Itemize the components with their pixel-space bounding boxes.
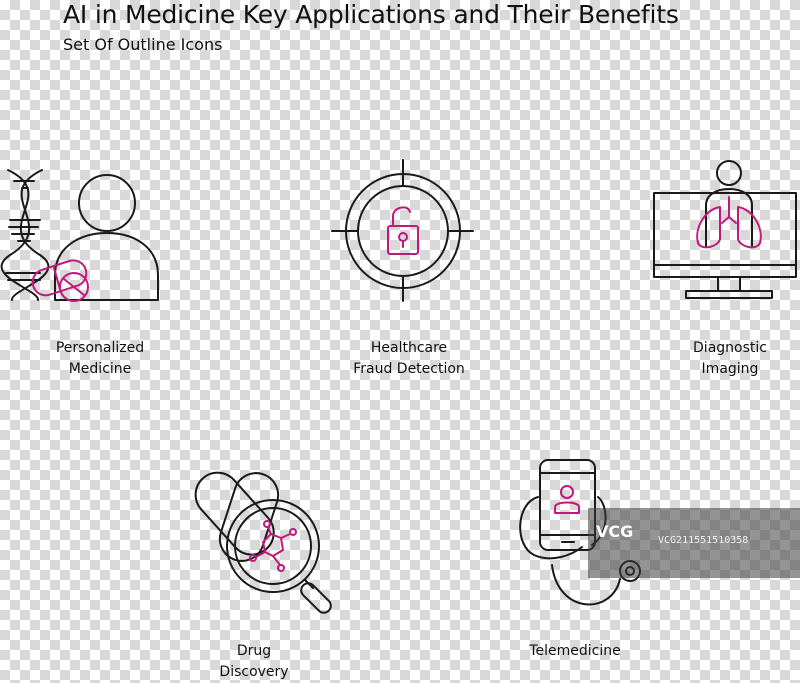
monitor-lungs-icon [653, 160, 797, 299]
magnifier-pills-molecule-icon [194, 471, 332, 614]
label-fraud-detection: Healthcare Fraud Detection [353, 340, 465, 377]
smartphone-stethoscope-icon [519, 459, 641, 606]
target-unlocked-padlock-icon [331, 159, 474, 302]
watermark: VCG VCG211551510358 [588, 508, 800, 578]
watermark-id: VCG211551510358 [658, 535, 749, 546]
label-drug-discovery: Drug Discovery [219, 643, 289, 680]
page-subtitle: Set Of Outline Icons [63, 35, 223, 54]
page-title: AI in Medicine Key Applications and Thei… [63, 0, 679, 29]
label-telemedicine: Telemedicine [529, 643, 621, 659]
dna-person-pill-icon [0, 169, 159, 302]
label-diagnostic-imaging: Diagnostic Imaging [693, 340, 767, 377]
watermark-logo: VCG [596, 522, 634, 541]
label-personalized-medicine: Personalized Medicine [55, 340, 145, 377]
